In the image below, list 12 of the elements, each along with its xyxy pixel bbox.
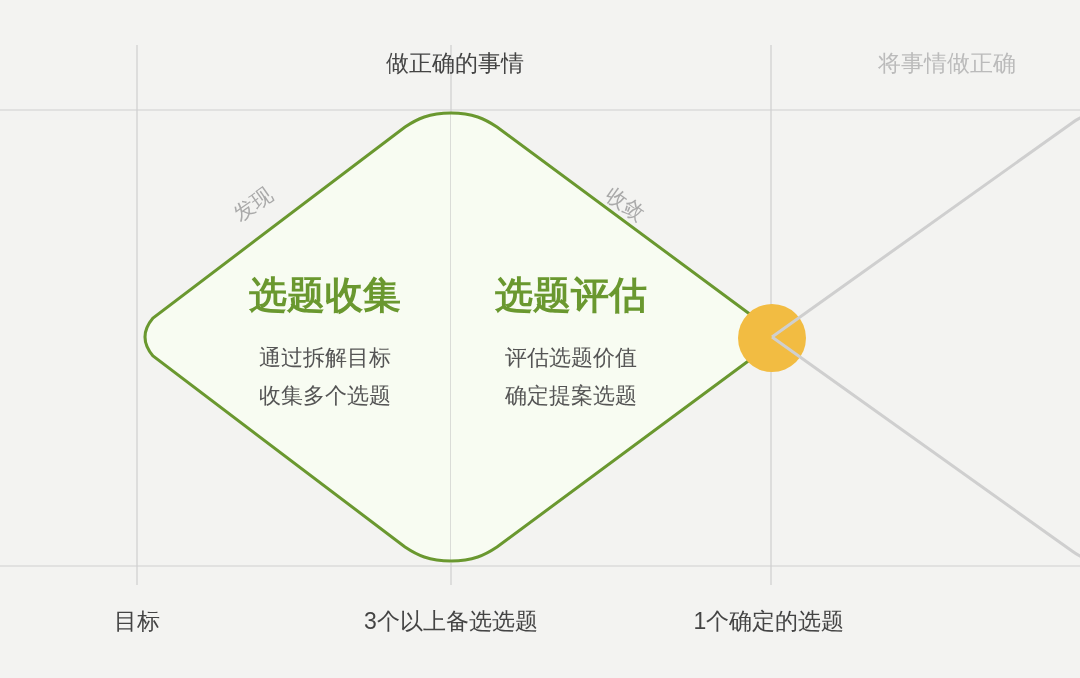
stage-description: 评估选题价值确定提案选题	[504, 344, 638, 410]
phase-label: 发现	[227, 181, 278, 228]
milestone-label: 目标	[114, 607, 160, 636]
phase-label: 收敛	[600, 181, 651, 228]
stage-description: 通过拆解目标收集多个选题	[258, 344, 392, 410]
column-heading: 做正确的事情	[386, 49, 524, 78]
diamond-half-shape	[451, 113, 751, 563]
milestone-label: 3个以上备选选题	[364, 607, 538, 636]
stage-title: 选题评估	[494, 273, 648, 318]
milestone-label: 1个确定的选题	[693, 607, 845, 636]
column-heading: 将事情做正确	[878, 49, 1016, 78]
stage-title: 选题收集	[248, 273, 402, 318]
